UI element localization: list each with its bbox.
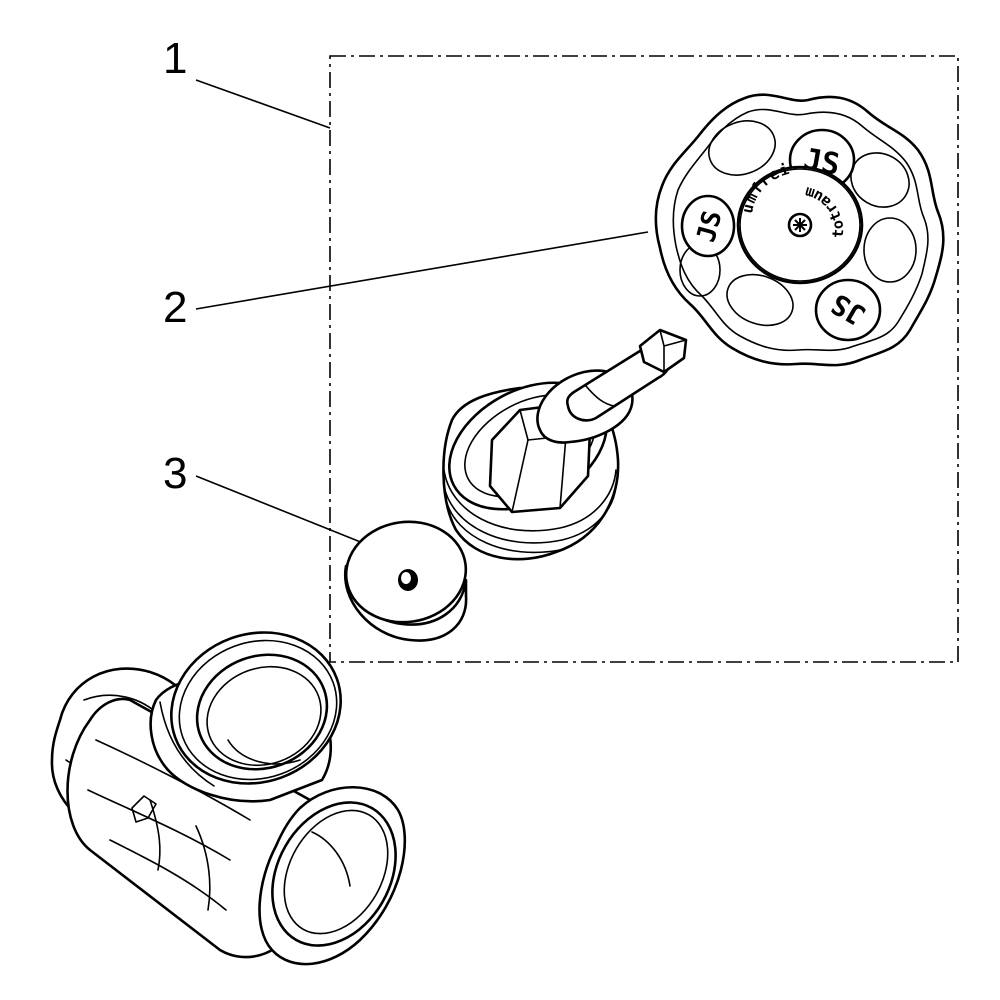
handwheel-window-3 — [863, 217, 917, 283]
body-facet-4 — [195, 825, 211, 911]
branch-ring-step — [178, 639, 338, 781]
handwheel-window-1 — [708, 120, 776, 176]
valve-body: JS — [50, 631, 407, 966]
washer-hole-highlight — [401, 572, 411, 584]
assembly-boundary-box — [329, 55, 959, 663]
outlet-ring-inner — [283, 809, 389, 935]
callout-1: 1 — [163, 34, 331, 129]
spindle-tip-edge — [659, 329, 687, 373]
callout-number-2: 2 — [163, 283, 187, 332]
thread-line-2 — [443, 485, 617, 544]
outlet-bore-shadow — [311, 831, 351, 887]
handwheel-logo-disc-left: JS — [680, 194, 736, 258]
body-facet-5 — [149, 799, 161, 871]
callout-number-3: 3 — [163, 449, 187, 498]
handwheel-window-4 — [726, 273, 794, 327]
thread-line-1 — [443, 469, 617, 532]
body-facet-1 — [95, 739, 251, 821]
callout-number-1: 1 — [163, 34, 187, 83]
branch-bore — [206, 665, 322, 767]
thread-line-3 — [445, 499, 561, 554]
handwheel-hub-inner — [739, 168, 861, 282]
screw-cross-icon — [793, 218, 807, 232]
spindle-shaft-ridge — [585, 385, 615, 407]
leader-line-2 — [195, 231, 649, 310]
leader-line-1 — [195, 79, 331, 129]
callout-3: 3 — [163, 449, 379, 550]
handwheel-logo-disc-bottom: JS — [814, 278, 882, 342]
handwheel-rim-inner — [672, 108, 929, 352]
branch-bore-seat — [227, 739, 301, 765]
handwheel: JS JS JS umfrei totraum — [654, 93, 945, 367]
body-facet-3 — [109, 839, 227, 911]
flow-arrow-icon — [131, 795, 157, 823]
seal-washer — [343, 520, 468, 642]
hex-nut-edge-2 — [511, 439, 529, 513]
leader-line-3 — [195, 475, 379, 550]
callout-2: 2 — [163, 231, 649, 332]
headpiece-spindle — [442, 328, 688, 561]
hex-nut-edge-3 — [559, 435, 567, 509]
